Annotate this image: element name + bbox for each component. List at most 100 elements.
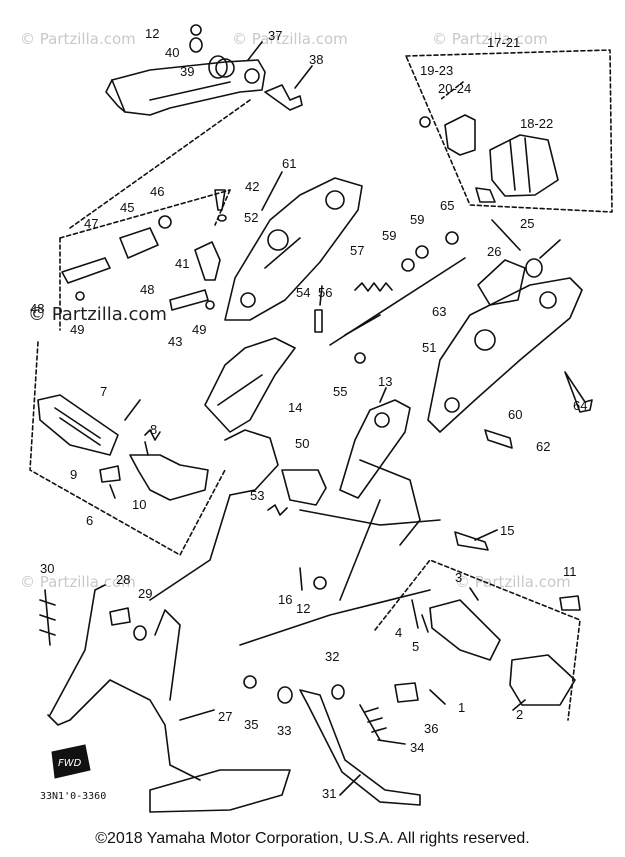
- callout-30[interactable]: 30: [40, 561, 54, 576]
- part-footpeg-bracket[interactable]: [129, 454, 209, 501]
- part-spring-8[interactable]: [144, 429, 161, 441]
- part-nut-65[interactable]: [445, 231, 459, 245]
- callout-12[interactable]: 12: [296, 601, 310, 616]
- part-bolt-15[interactable]: [454, 531, 489, 551]
- part-spring-53[interactable]: [267, 504, 288, 516]
- callout-28[interactable]: 28: [116, 572, 130, 587]
- part-bracket-14[interactable]: [204, 337, 296, 433]
- callout-48[interactable]: 48: [30, 301, 44, 316]
- part-nut-59[interactable]: [401, 245, 429, 272]
- callout-54[interactable]: 54: [296, 285, 310, 300]
- part-footpeg-bracket-right[interactable]: [429, 599, 501, 661]
- part-brake-pedal[interactable]: [105, 58, 266, 116]
- callout-5[interactable]: 5: [412, 639, 419, 654]
- callout-36[interactable]: 36: [424, 721, 438, 736]
- part-center-stand-27[interactable]: [47, 584, 291, 813]
- callout-46[interactable]: 46: [150, 184, 164, 199]
- callout-32[interactable]: 32: [325, 649, 339, 664]
- callout-47[interactable]: 47: [84, 216, 98, 231]
- callout-33[interactable]: 33: [277, 723, 291, 738]
- callout-8[interactable]: 8: [150, 422, 157, 437]
- part-bracket-63[interactable]: [477, 259, 526, 306]
- part-pin-16[interactable]: [299, 567, 303, 591]
- callout-17-21[interactable]: 17-21: [487, 35, 520, 50]
- callout-16[interactable]: 16: [278, 592, 292, 607]
- callout-49[interactable]: 49: [70, 322, 84, 337]
- part-bolt-42[interactable]: [214, 189, 226, 211]
- callout-39[interactable]: 39: [180, 64, 194, 79]
- callout-38[interactable]: 38: [309, 52, 323, 67]
- part-bolt-64[interactable]: [564, 371, 593, 413]
- part-washer-52[interactable]: [217, 214, 227, 222]
- callout-20-24[interactable]: 20-24: [438, 81, 471, 96]
- part-rod-43[interactable]: [169, 289, 209, 311]
- callout-29[interactable]: 29: [138, 586, 152, 601]
- part-bracket-60[interactable]: [427, 277, 583, 433]
- callout-19-23[interactable]: 19-23: [420, 63, 453, 78]
- callout-64[interactable]: 64: [573, 398, 587, 413]
- callout-37[interactable]: 37: [268, 28, 282, 43]
- callout-60[interactable]: 60: [508, 407, 522, 422]
- part-bolt-3[interactable]: [469, 587, 479, 601]
- callout-65[interactable]: 65: [440, 198, 454, 213]
- part-bolt-54[interactable]: [314, 309, 323, 333]
- callout-59[interactable]: 59: [410, 212, 424, 227]
- callout-7[interactable]: 7: [100, 384, 107, 399]
- part-footpeg-2[interactable]: [509, 654, 576, 706]
- callout-31[interactable]: 31: [322, 786, 336, 801]
- part-bracket-19-23[interactable]: [419, 114, 476, 156]
- callout-63[interactable]: 63: [432, 304, 446, 319]
- callout-56[interactable]: 56: [318, 285, 332, 300]
- part-bolt-35[interactable]: [243, 675, 257, 689]
- part-bracket-13[interactable]: [339, 399, 411, 499]
- callout-26[interactable]: 26: [487, 244, 501, 259]
- part-link-41[interactable]: [194, 241, 221, 281]
- callout-57[interactable]: 57: [350, 243, 364, 258]
- part-nut-12[interactable]: [190, 24, 202, 36]
- part-footpeg-18-22[interactable]: [489, 134, 559, 197]
- callout-53[interactable]: 53: [250, 488, 264, 503]
- part-washer-29[interactable]: [133, 625, 147, 641]
- callout-10[interactable]: 10: [132, 497, 146, 512]
- part-bolt-11[interactable]: [559, 595, 581, 611]
- part-switch-50[interactable]: [281, 469, 327, 506]
- part-washer-49[interactable]: [75, 291, 215, 310]
- part-bolt-28[interactable]: [109, 607, 131, 626]
- callout-6[interactable]: 6: [86, 513, 93, 528]
- callout-51[interactable]: 51: [422, 340, 436, 355]
- callout-52[interactable]: 52: [244, 210, 258, 225]
- callout-59[interactable]: 59: [382, 228, 396, 243]
- part-bolt-62[interactable]: [484, 429, 513, 449]
- callout-4[interactable]: 4: [395, 625, 402, 640]
- callout-14[interactable]: 14: [288, 400, 302, 415]
- callout-62[interactable]: 62: [536, 439, 550, 454]
- callout-49[interactable]: 49: [192, 322, 206, 337]
- part-pin-45[interactable]: [119, 227, 159, 259]
- callout-45[interactable]: 45: [120, 200, 134, 215]
- callout-43[interactable]: 43: [168, 334, 182, 349]
- part-bolt-38[interactable]: [264, 84, 303, 111]
- part-bolt-47[interactable]: [61, 257, 111, 284]
- part-bolt-32[interactable]: [331, 684, 345, 700]
- part-nut-55[interactable]: [354, 352, 366, 364]
- part-pin-10[interactable]: [109, 484, 116, 499]
- part-collar-36[interactable]: [394, 682, 419, 703]
- callout-1[interactable]: 1: [458, 700, 465, 715]
- part-pin-5[interactable]: [421, 614, 429, 633]
- callout-55[interactable]: 55: [333, 384, 347, 399]
- callout-34[interactable]: 34: [410, 740, 424, 755]
- callout-11[interactable]: 11: [563, 564, 577, 579]
- callout-42[interactable]: 42: [245, 179, 259, 194]
- part-bolt-4[interactable]: [411, 599, 419, 629]
- part-spring-57[interactable]: [354, 282, 393, 292]
- callout-61[interactable]: 61: [282, 156, 296, 171]
- part-rod-51[interactable]: [329, 257, 466, 346]
- callout-41[interactable]: 41: [175, 256, 189, 271]
- callout-27[interactable]: 27: [218, 709, 232, 724]
- callout-25[interactable]: 25: [520, 216, 534, 231]
- callout-2[interactable]: 2: [516, 707, 523, 722]
- callout-13[interactable]: 13: [378, 374, 392, 389]
- part-collar-33[interactable]: [277, 686, 293, 704]
- part-bushing-39[interactable]: [208, 55, 228, 79]
- callout-35[interactable]: 35: [244, 717, 258, 732]
